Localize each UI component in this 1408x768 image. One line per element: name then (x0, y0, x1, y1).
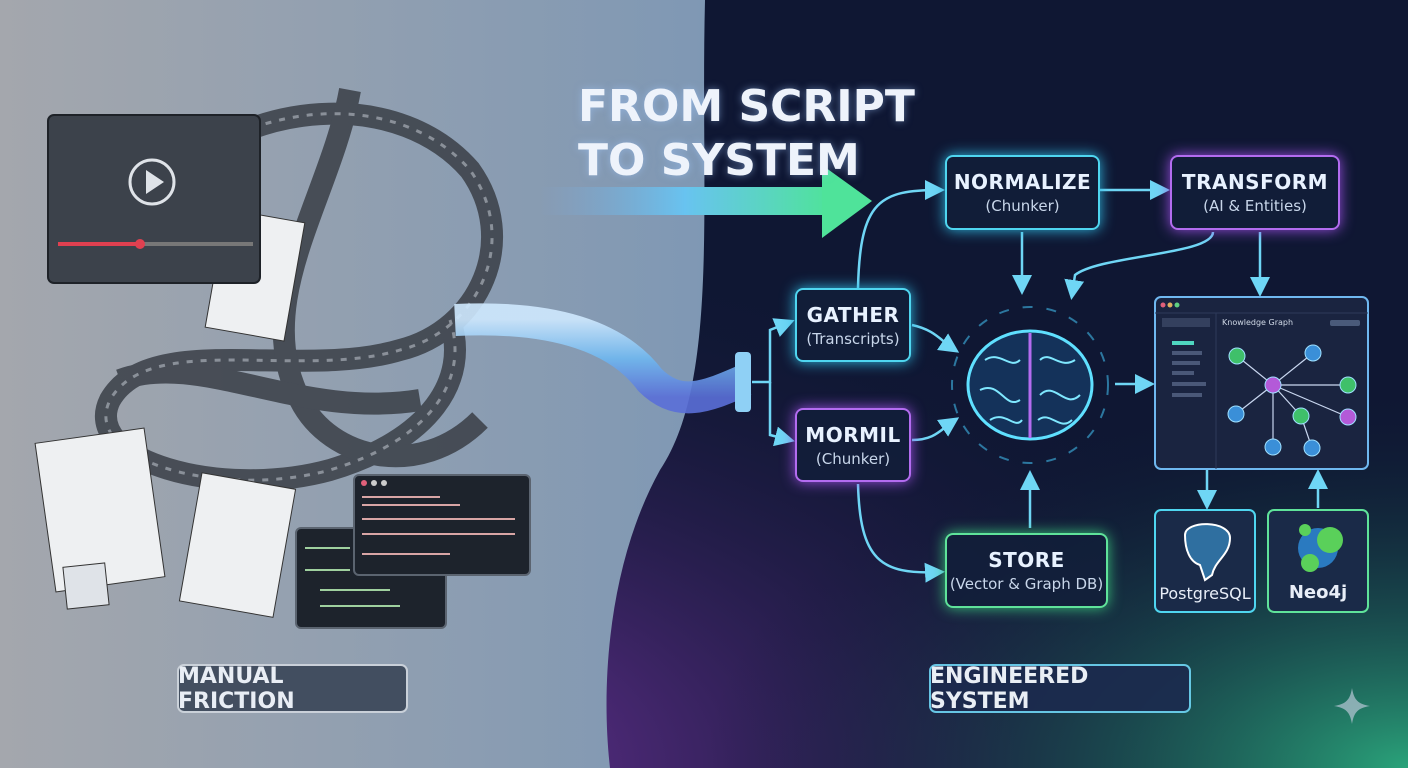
sparkle-icon (1334, 688, 1370, 724)
engineered-system-label: ENGINEERED SYSTEM (930, 663, 1089, 714)
node-subtitle: (Transcripts) (806, 329, 900, 348)
postgresql-elephant-icon (1183, 523, 1232, 582)
node-gather: GATHER (Transcripts) (795, 288, 911, 362)
video-player (47, 114, 261, 284)
node-subtitle: (AI & Entities) (1203, 197, 1307, 215)
node-subtitle: (Vector & Graph DB) (949, 575, 1104, 593)
page-title: FROM SCRIPT TO SYSTEM (578, 80, 915, 188)
node-title: NORMALIZE (953, 170, 1092, 194)
node-title: GATHER (806, 302, 900, 327)
postgresql-label: PostgreSQL (1159, 584, 1251, 603)
node-subtitle: (Chunker) (985, 197, 1060, 215)
title-line-2: TO SYSTEM (578, 135, 860, 186)
node-subtitle: (Chunker) (815, 449, 891, 468)
node-title: STORE (988, 548, 1065, 572)
neo4j-label: Neo4j (1288, 582, 1348, 603)
data-tube (454, 303, 752, 414)
knowledge-graph-panel (1154, 296, 1369, 470)
manual-friction-label: MANUAL FRICTION (178, 663, 295, 714)
play-icon (128, 158, 176, 206)
terminal-windows (295, 474, 531, 629)
node-title: MORMIL (805, 422, 901, 447)
node-transform: TRANSFORM (AI & Entities) (1170, 155, 1340, 230)
neo4j-graph-icon (1298, 524, 1343, 572)
node-normalize: NORMALIZE (Chunker) (945, 155, 1100, 230)
node-store: STORE (Vector & Graph DB) (945, 533, 1108, 608)
knowledge-graph-title: Knowledge Graph (1222, 318, 1294, 327)
main-arrow (540, 187, 830, 215)
node-mormil: MORMIL (Chunker) (795, 408, 911, 482)
title-line-1: FROM SCRIPT (578, 81, 915, 132)
node-title: TRANSFORM (1181, 170, 1329, 194)
brain-icon (951, 306, 1109, 464)
